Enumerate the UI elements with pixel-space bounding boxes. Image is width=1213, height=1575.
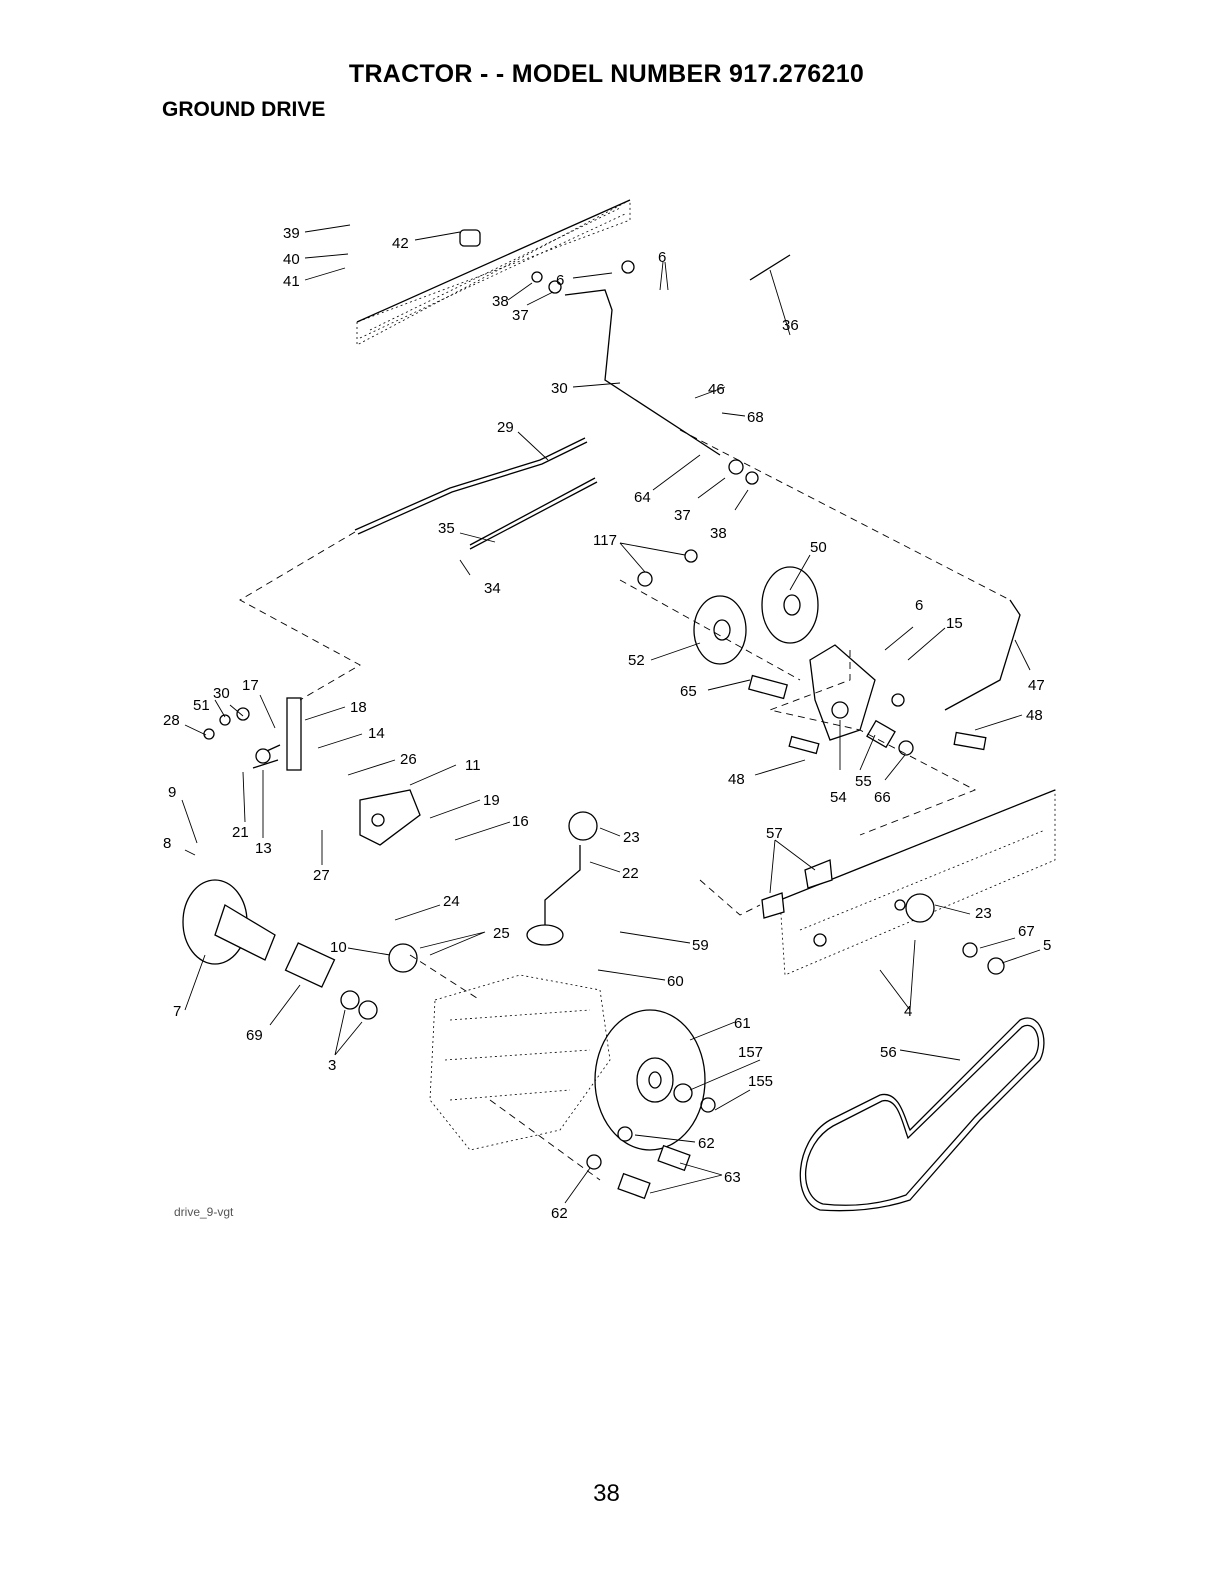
- callout-label: 69: [246, 1027, 263, 1044]
- callout-label: 48: [728, 771, 745, 788]
- callout-label: 34: [484, 580, 501, 597]
- callout-label: 27: [313, 867, 330, 884]
- callout-label: 15: [946, 615, 963, 632]
- callout-label: 6: [658, 249, 666, 266]
- callout-label: 23: [975, 905, 992, 922]
- upper-frame-rail: [357, 200, 630, 345]
- callout-label: 61: [734, 1015, 751, 1032]
- callout-label: 24: [443, 893, 460, 910]
- callout-label: 28: [163, 712, 180, 729]
- callout-label: 46: [708, 381, 725, 398]
- callout-label: 157: [738, 1044, 763, 1061]
- callout-label: 62: [551, 1205, 568, 1222]
- callout-label: 26: [400, 751, 417, 768]
- callout-label: 30: [551, 380, 568, 397]
- callout-label: 40: [283, 251, 300, 268]
- control-bracket: [253, 698, 420, 845]
- callout-label: 60: [667, 973, 684, 990]
- callout-label: 155: [748, 1073, 773, 1090]
- callout-label: 18: [350, 699, 367, 716]
- drawing-code: drive_9-vgt: [174, 1205, 233, 1219]
- callout-label: 67: [1018, 923, 1035, 940]
- callout-label: 59: [692, 937, 709, 954]
- axle-hub: [183, 880, 334, 987]
- callout-label: 23: [623, 829, 640, 846]
- callout-label: 52: [628, 652, 645, 669]
- callout-label: 56: [880, 1044, 897, 1061]
- callout-label: 4: [904, 1003, 912, 1020]
- idler-bracket: [810, 645, 875, 740]
- callout-label: 51: [193, 697, 210, 714]
- callout-label: 8: [163, 835, 171, 852]
- drive-belt: [800, 1018, 1044, 1211]
- callout-label: 63: [724, 1169, 741, 1186]
- callout-label: 7: [173, 1003, 181, 1020]
- callout-label: 29: [497, 419, 514, 436]
- callout-label: 19: [483, 792, 500, 809]
- transaxle-housing: [430, 975, 610, 1150]
- callout-label: 117: [593, 532, 617, 549]
- callout-label: 62: [698, 1135, 715, 1152]
- callout-label: 47: [1028, 677, 1045, 694]
- callout-label: 37: [674, 507, 691, 524]
- shift-lever: [527, 812, 597, 945]
- callout-label: 22: [622, 865, 639, 882]
- callout-label: 68: [747, 409, 764, 426]
- callout-label: 41: [283, 273, 300, 290]
- callout-label: 38: [710, 525, 727, 542]
- callout-label: 35: [438, 520, 455, 537]
- callout-label: 17: [242, 677, 259, 694]
- callout-label: 6: [915, 597, 923, 614]
- callout-label: 48: [1026, 707, 1043, 724]
- callout-label: 64: [634, 489, 651, 506]
- callout-label: 5: [1043, 937, 1051, 954]
- callout-label: 25: [493, 925, 510, 942]
- callout-label: 42: [392, 235, 409, 252]
- callout-label: 36: [782, 317, 799, 334]
- page-number: 38: [0, 1480, 1213, 1508]
- callout-label: 57: [766, 825, 783, 842]
- callout-label: 50: [810, 539, 827, 556]
- callout-label: 55: [855, 773, 872, 790]
- callout-label: 10: [330, 939, 347, 956]
- callout-label: 54: [830, 789, 847, 806]
- callout-label: 39: [283, 225, 300, 242]
- callout-label: 66: [874, 789, 891, 806]
- callout-label: 38: [492, 293, 509, 310]
- callout-label: 14: [368, 725, 385, 742]
- callout-label: 30: [213, 685, 230, 702]
- callout-label: 37: [512, 307, 529, 324]
- callout-label: 3: [328, 1057, 336, 1074]
- callout-label: 11: [465, 757, 481, 774]
- callout-label: 16: [512, 813, 529, 830]
- callout-label: 6: [556, 272, 564, 289]
- callout-label: 9: [168, 784, 176, 801]
- callout-label: 13: [255, 840, 272, 857]
- callout-label: 65: [680, 683, 697, 700]
- callout-label: 21: [232, 824, 249, 841]
